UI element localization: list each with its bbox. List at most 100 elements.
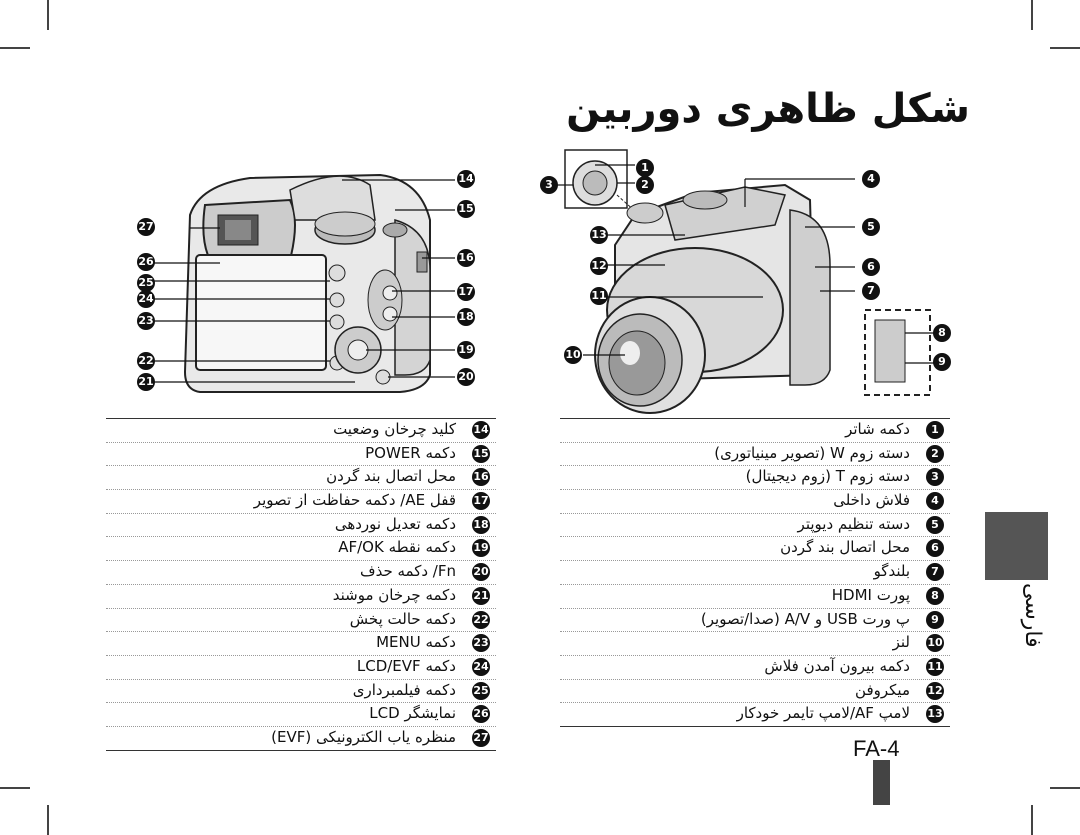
row-label: میکروفن xyxy=(855,680,910,699)
table-row: 8 پورت HDMI xyxy=(560,585,950,609)
callout-11: 11 xyxy=(590,287,608,305)
row-number: 19 xyxy=(472,539,490,558)
row-label: قفل AE/ دکمه حفاظت از تصویر xyxy=(253,491,456,510)
row-number: 26 xyxy=(472,705,490,724)
row-number: 8 xyxy=(926,586,944,605)
row-number: 12 xyxy=(926,681,944,700)
row-number: 14 xyxy=(472,421,490,439)
row-label: لنز xyxy=(892,633,910,652)
row-label: بلندگو xyxy=(873,562,910,581)
row-number: 9 xyxy=(926,610,944,629)
row-number: 6 xyxy=(926,539,944,558)
callout-2: 2 xyxy=(636,176,654,194)
row-label: دکمه شاتر xyxy=(845,420,910,438)
row-label: محل اتصال بند گردن xyxy=(326,467,456,486)
table-row: 6 محل اتصال بند گردن xyxy=(560,537,950,562)
callout-8: 8 xyxy=(933,324,951,342)
row-number: 15 xyxy=(472,444,490,463)
row-number: 25 xyxy=(472,681,490,700)
language-label: فارسی xyxy=(1020,582,1045,648)
row-label: کلید چرخان وضعیت xyxy=(333,420,456,438)
row-label: دکمه تعدیل نوردهی xyxy=(334,514,456,533)
row-number: 13 xyxy=(926,705,944,724)
row-label: دکمه MENU xyxy=(376,633,456,652)
table-row: 7 بلندگو xyxy=(560,561,950,585)
table-row: 19 دکمه نقطه AF/OK xyxy=(106,537,496,562)
row-number: 24 xyxy=(472,657,490,676)
row-number: 17 xyxy=(472,492,490,511)
crop-mark xyxy=(47,0,49,30)
row-number: 1 xyxy=(926,421,944,439)
table-row: 26 نمایشگر LCD xyxy=(106,703,496,727)
table-row: 11 دکمه بیرون آمدن فلاش xyxy=(560,656,950,680)
crop-mark xyxy=(1050,47,1080,49)
callout-25: 25 xyxy=(137,274,155,292)
callout-24: 24 xyxy=(137,290,155,308)
parts-table-front: 1 دکمه شاتر 2 دسته زوم W (تصویر مینیاتوری)… xyxy=(560,418,950,727)
table-row: 18 دکمه تعدیل نوردهی xyxy=(106,514,496,538)
row-label: محل اتصال بند گردن xyxy=(780,538,910,557)
callout-6: 6 xyxy=(862,258,880,276)
callout-23: 23 xyxy=(137,312,155,330)
row-label: لامپ AF/لامپ تایمر خودکار xyxy=(736,704,910,723)
crop-mark xyxy=(1031,0,1033,30)
row-label: دکمه POWER xyxy=(365,443,456,462)
parts-table-back: 14 کلید چرخان وضعیت 15 دکمه POWER 16 محل ات… xyxy=(106,418,496,751)
row-number: 7 xyxy=(926,563,944,582)
row-number: 23 xyxy=(472,634,490,653)
table-row: 9 پ ورت USB و A/V (صدا/تصویر) xyxy=(560,609,950,633)
row-number: 22 xyxy=(472,610,490,629)
callout-4: 4 xyxy=(862,170,880,188)
table-row: 17 قفل AE/ دکمه حفاظت از تصویر xyxy=(106,490,496,514)
table-row: 16 محل اتصال بند گردن xyxy=(106,466,496,491)
row-number: 18 xyxy=(472,515,490,534)
row-label: پورت HDMI xyxy=(831,585,910,604)
row-number: 2 xyxy=(926,444,944,463)
callout-22: 22 xyxy=(137,352,155,370)
row-number: 4 xyxy=(926,492,944,511)
row-label: دکمه چرخان موشند xyxy=(332,585,456,604)
callout-13: 13 xyxy=(590,226,608,244)
row-label: پ ورت USB و A/V (صدا/تصویر) xyxy=(700,609,910,628)
crop-mark xyxy=(0,787,30,789)
row-label: نمایشگر LCD xyxy=(369,704,456,723)
row-label: دکمه نقطه AF/OK xyxy=(338,538,456,557)
row-label: دسته تنظیم دیوپتر xyxy=(797,514,910,533)
row-label: دکمه بیرون آمدن فلاش xyxy=(764,656,910,675)
row-number: 3 xyxy=(926,468,944,487)
callout-10: 10 xyxy=(564,346,582,364)
page-bar xyxy=(873,760,890,805)
row-label: دکمه حالت پخش xyxy=(349,609,456,628)
row-number: 11 xyxy=(926,657,944,676)
row-label: دسته زوم T (زوم دیجیتال) xyxy=(745,467,910,486)
callout-21: 21 xyxy=(137,373,155,391)
table-row: 3 دسته زوم T (زوم دیجیتال) xyxy=(560,466,950,491)
table-row: 10 لنز xyxy=(560,632,950,656)
camera-front-illustration xyxy=(545,145,975,415)
row-number: 16 xyxy=(472,468,490,487)
row-label: دسته زوم W (تصویر مینیاتوری) xyxy=(714,443,910,462)
callout-17: 17 xyxy=(457,283,475,301)
page-number: FA-4 xyxy=(853,736,900,761)
callout-20: 20 xyxy=(457,368,475,386)
table-row: 12 میکروفن xyxy=(560,680,950,704)
callout-5: 5 xyxy=(862,218,880,236)
page-title: شکل ظاهری دوربین xyxy=(566,86,970,132)
crop-mark xyxy=(1031,805,1033,835)
table-row: 14 کلید چرخان وضعیت xyxy=(106,418,496,443)
row-number: 10 xyxy=(926,634,944,653)
table-row: 15 دکمه POWER xyxy=(106,443,496,467)
table-row: 23 دکمه MENU xyxy=(106,632,496,656)
callout-12: 12 xyxy=(590,257,608,275)
callout-19: 19 xyxy=(457,341,475,359)
callout-18: 18 xyxy=(457,308,475,326)
callout-26: 26 xyxy=(137,253,155,271)
table-row: 22 دکمه حالت پخش xyxy=(106,609,496,633)
callout-9: 9 xyxy=(933,353,951,371)
